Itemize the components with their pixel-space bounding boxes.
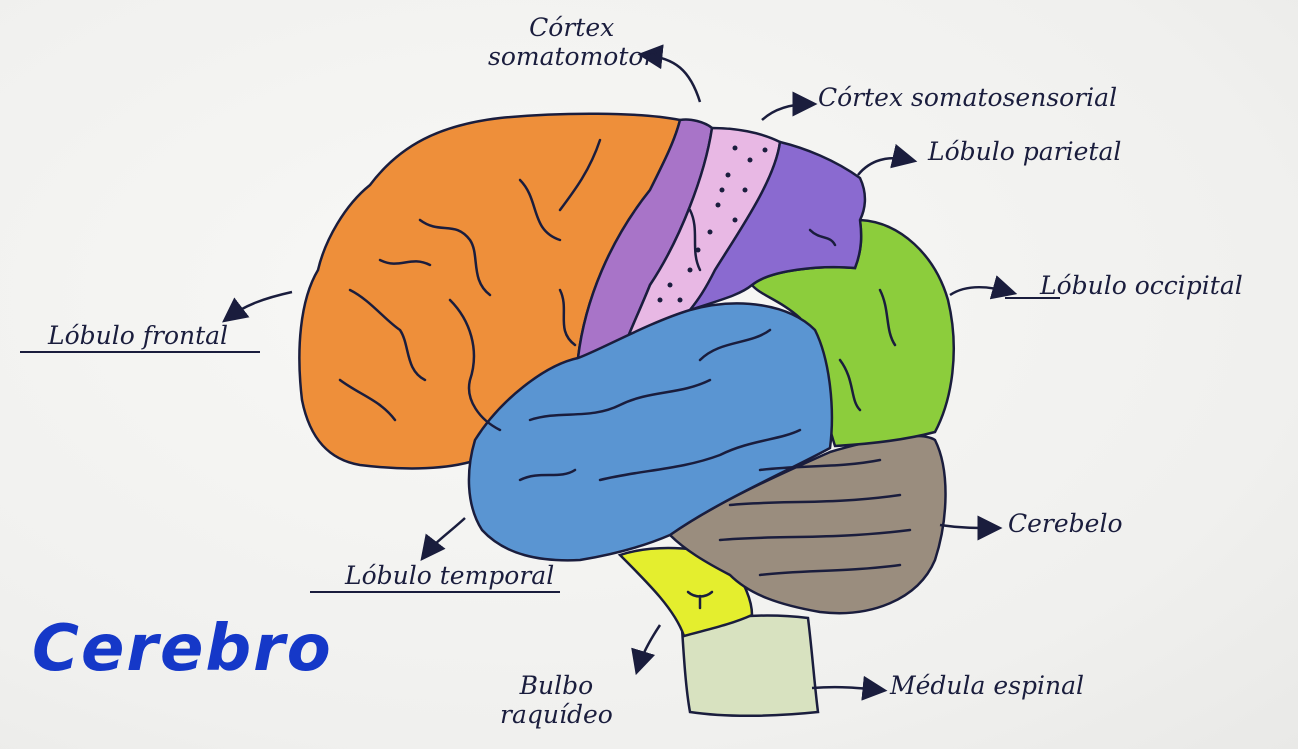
arrow-bulbo [638, 625, 660, 668]
label-cortex-somatomotor: Córtex somatomotor [488, 14, 655, 72]
arrow-cortex-sensorial [762, 104, 810, 120]
label-lobulo-temporal: Lóbulo temporal [345, 562, 554, 591]
arrow-parietal [858, 158, 910, 175]
page-title: Cerebro [32, 612, 333, 686]
label-lobulo-parietal: Lóbulo parietal [928, 138, 1121, 167]
label-cortex-somatomotor-line1: Córtex [488, 14, 655, 43]
label-cortex-somatomotor-line2: somatomotor [488, 43, 655, 72]
label-cerebelo: Cerebelo [1008, 510, 1123, 539]
label-cortex-somatosensorial: Córtex somatosensorial [818, 84, 1117, 113]
arrow-medula [812, 687, 880, 690]
label-bulbo-line1: Bulbo [500, 672, 613, 701]
label-medula-espinal: Médula espinal [890, 672, 1084, 701]
arrow-cerebelo [940, 525, 995, 528]
arrow-temporal [425, 518, 465, 555]
arrow-frontal [228, 292, 292, 318]
label-bulbo-raquideo: Bulbo raquídeo [500, 672, 613, 730]
label-lobulo-frontal: Lóbulo frontal [48, 322, 228, 351]
label-lobulo-occipital: Lóbulo occipital [1040, 272, 1243, 301]
label-bulbo-line2: raquídeo [500, 701, 613, 730]
arrow-occipital [950, 287, 1010, 295]
